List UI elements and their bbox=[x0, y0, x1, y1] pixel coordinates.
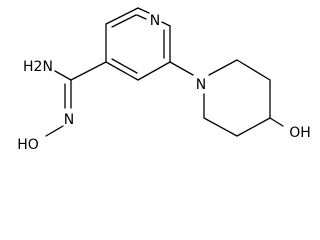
bond-c4-c3a-inner bbox=[111, 58, 138, 74]
chemical-structure: N N H2N N HO OH bbox=[17, 7, 311, 152]
pyridine-ring bbox=[105, 7, 171, 81]
bond-pyr-pipn bbox=[169, 61, 194, 76]
ring-nitrogen-label: N bbox=[150, 13, 160, 29]
amidoxime-group bbox=[45, 61, 107, 137]
bond-amidine-nh2 bbox=[54, 70, 72, 81]
oxime-nitrogen-label: N bbox=[64, 112, 74, 128]
bond-c5-c6 bbox=[203, 117, 238, 137]
bond-c4-oh bbox=[269, 117, 284, 127]
bond-c2-n bbox=[137, 7, 150, 14]
bond-c5-c4 bbox=[137, 61, 171, 81]
bond-c4-c5 bbox=[236, 117, 271, 137]
piperidine-ring bbox=[169, 59, 284, 137]
bond-n-o bbox=[45, 125, 64, 137]
bond-c3-c2 bbox=[105, 7, 139, 25]
bond-pipn-c2 bbox=[208, 59, 238, 76]
amine-label: H2N bbox=[23, 59, 53, 75]
oxime-hydroxyl-label: HO bbox=[17, 137, 39, 152]
piperidine-hydroxyl-label: OH bbox=[289, 125, 311, 141]
bond-c3-c2-inner bbox=[111, 14, 137, 28]
bond-ring-amidine bbox=[70, 61, 107, 81]
bond-c2-c3 bbox=[236, 59, 271, 81]
bond-c4-c3a bbox=[105, 61, 139, 81]
bond-n-c6 bbox=[161, 21, 171, 27]
piperidine-nitrogen-label: N bbox=[196, 77, 206, 93]
bond-c2-n-inner bbox=[136, 14, 147, 20]
